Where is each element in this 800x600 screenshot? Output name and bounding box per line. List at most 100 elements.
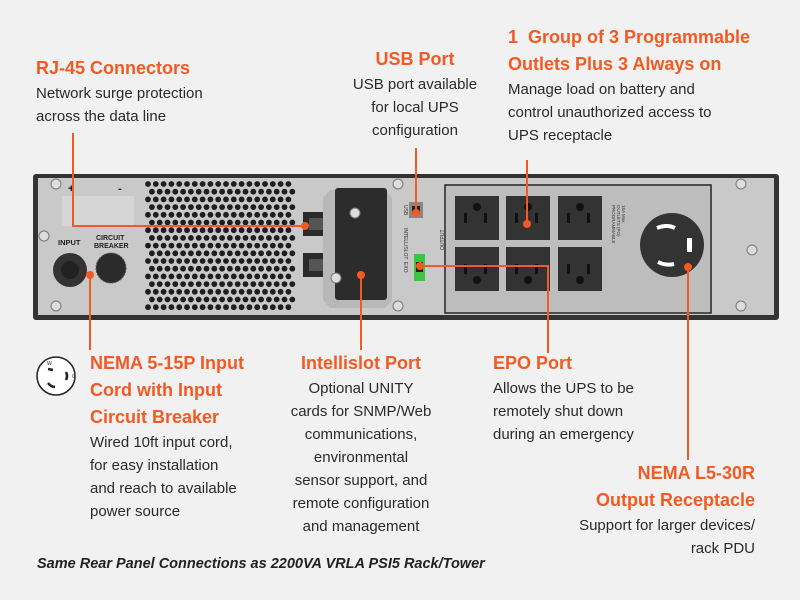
vent-hole <box>289 188 296 195</box>
vent-hole <box>176 196 183 203</box>
vent-hole <box>152 181 159 187</box>
vent-hole <box>269 227 276 234</box>
vent-hole <box>184 181 190 187</box>
vent-hole <box>188 235 194 241</box>
vent-hole <box>199 196 206 203</box>
vent-hole <box>215 258 222 264</box>
circuit-breaker[interactable] <box>95 252 127 284</box>
vent-hole <box>191 242 198 249</box>
panel-screws <box>38 178 758 312</box>
callout-nema-input: NEMA 5-15P Input Cord with Input Circuit… <box>90 353 245 520</box>
vent-hole <box>172 188 179 195</box>
ventilation-grille <box>145 181 296 311</box>
vent-hole <box>203 296 210 303</box>
vent-hole <box>246 211 253 218</box>
vent-hole <box>176 242 183 249</box>
vent-hole <box>223 242 229 249</box>
vent-hole <box>203 219 210 226</box>
vent-hole <box>238 242 245 249</box>
vent-hole <box>199 273 206 280</box>
vent-hole <box>207 227 214 234</box>
vent-hole <box>273 204 280 211</box>
vent-hole <box>207 288 214 295</box>
vent-hole <box>199 227 206 234</box>
vent-hole <box>258 265 264 272</box>
screw <box>735 178 747 190</box>
vent-hole <box>266 219 272 226</box>
vent-hole <box>234 265 241 272</box>
vent-hole <box>277 211 284 218</box>
vent-hole <box>176 288 183 295</box>
vent-hole <box>242 204 249 211</box>
nema-l5-30r-receptacle <box>640 213 704 277</box>
input-cord-gland <box>53 253 87 287</box>
vent-hole <box>207 273 214 280</box>
vent-hole <box>242 265 249 272</box>
vent-hole <box>273 265 280 272</box>
vent-hole <box>269 211 276 218</box>
vent-hole <box>238 273 245 280</box>
vent-hole <box>145 211 151 218</box>
vent-hole <box>246 227 253 234</box>
vent-hole <box>195 296 202 303</box>
vent-hole <box>207 304 214 311</box>
vent-hole <box>184 273 190 280</box>
vent-hole <box>168 242 175 249</box>
vent-hole <box>238 258 245 264</box>
outlet <box>455 247 499 291</box>
vent-hole <box>262 196 268 203</box>
vent-hole <box>250 296 257 303</box>
vent-hole <box>164 235 171 241</box>
vent-hole <box>188 296 194 303</box>
vent-hole <box>215 211 222 218</box>
vent-hole <box>176 181 183 187</box>
vent-hole <box>168 211 175 218</box>
outlet <box>558 247 602 291</box>
vent-hole <box>242 250 249 257</box>
vent-hole <box>234 296 241 303</box>
screw <box>330 272 342 284</box>
vent-hole <box>230 181 237 187</box>
vent-hole <box>152 288 159 295</box>
vent-hole <box>273 296 280 303</box>
nema-5-15p-plug-icon: W G <box>36 356 76 396</box>
svg-text:INTELLISLOT: INTELLISLOT <box>402 228 408 259</box>
vent-hole <box>145 273 151 280</box>
vent-hole <box>172 265 179 272</box>
vent-hole <box>215 242 222 249</box>
vent-hole <box>149 265 155 272</box>
screw <box>50 178 62 190</box>
vent-hole <box>269 258 276 264</box>
vent-hole <box>258 296 264 303</box>
vent-hole <box>238 304 245 311</box>
vent-hole <box>164 265 171 272</box>
svg-text:USB: USB <box>402 205 408 216</box>
vent-hole <box>149 204 155 211</box>
vent-hole <box>176 273 183 280</box>
vent-hole <box>277 288 284 295</box>
vent-hole <box>203 265 210 272</box>
vent-hole <box>258 204 264 211</box>
vent-hole <box>156 250 163 257</box>
vent-hole <box>250 204 257 211</box>
vent-hole <box>191 273 198 280</box>
vent-hole <box>168 196 175 203</box>
vent-hole <box>184 227 190 234</box>
vent-hole <box>156 219 163 226</box>
vent-hole <box>164 204 171 211</box>
vent-hole <box>164 219 171 226</box>
vent-hole <box>281 204 288 211</box>
vent-hole <box>152 258 159 264</box>
vent-hole <box>273 281 280 287</box>
vent-hole <box>289 265 296 272</box>
vent-hole <box>262 181 268 187</box>
vent-hole <box>254 227 261 234</box>
vent-hole <box>262 211 268 218</box>
vent-hole <box>266 250 272 257</box>
vent-hole <box>168 227 175 234</box>
vent-hole <box>234 219 241 226</box>
vent-hole <box>254 242 261 249</box>
vent-hole <box>219 250 226 257</box>
vent-hole <box>145 196 151 203</box>
vent-hole <box>215 196 222 203</box>
